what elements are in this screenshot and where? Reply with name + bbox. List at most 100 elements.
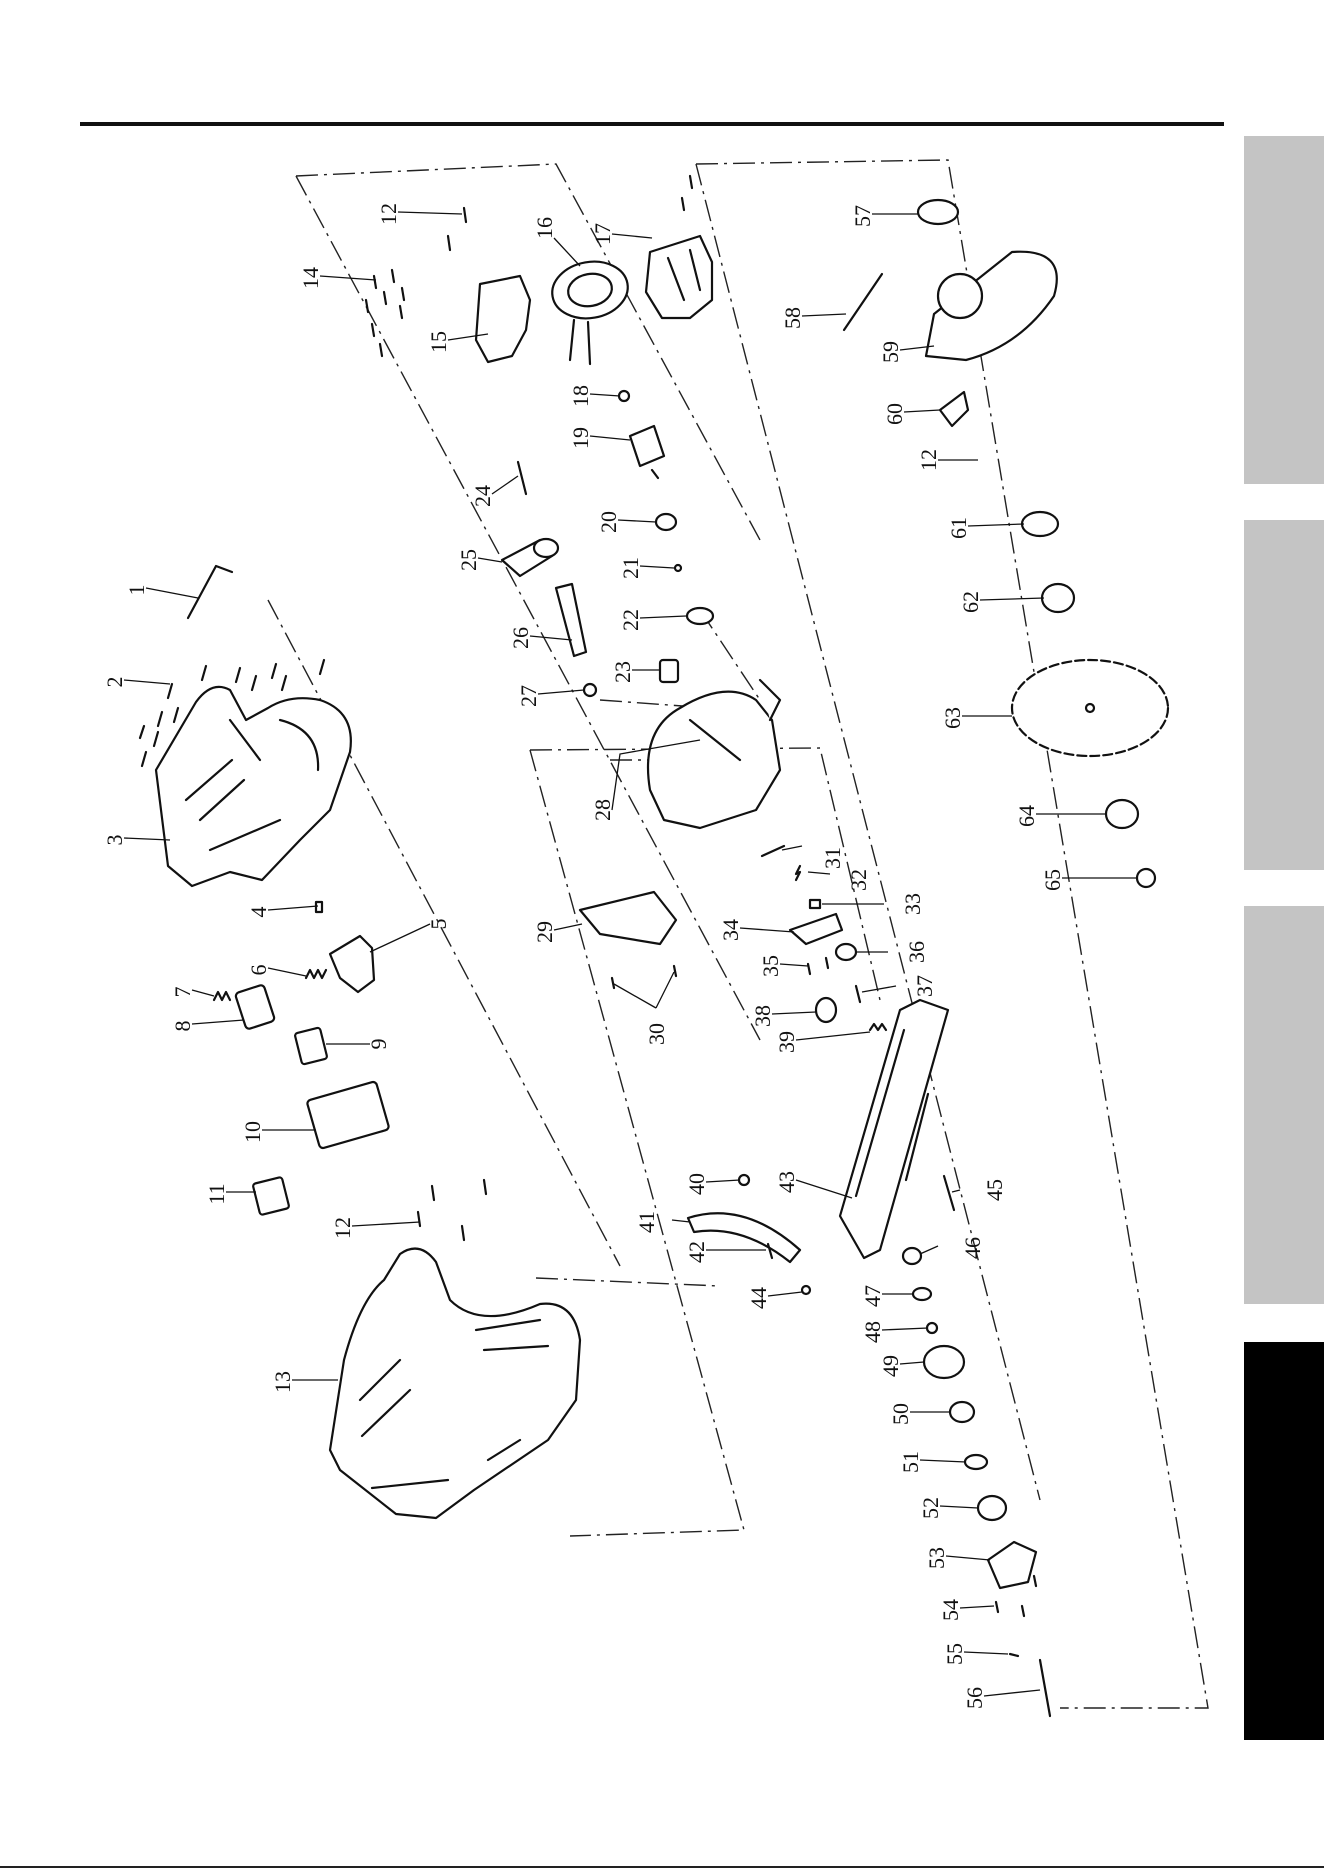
- ring-21: [675, 565, 681, 571]
- callout-8: 8: [170, 1021, 195, 1032]
- callout-51: 51: [898, 1451, 923, 1473]
- callout-48: 48: [860, 1321, 885, 1343]
- callout-17: 17: [590, 223, 615, 245]
- callout-43: 43: [774, 1171, 799, 1193]
- gear-23: [660, 660, 678, 682]
- callout-36: 36: [904, 941, 929, 963]
- callout-65: 65: [1040, 869, 1065, 891]
- callout-labels: 1 2 3 4 5 6 7 8 9 10 11 12 12 12 13 14 1…: [102, 203, 1065, 1709]
- part-50: [950, 1402, 974, 1422]
- callout-2: 2: [102, 677, 127, 688]
- callout-4: 4: [246, 907, 271, 918]
- gear-49: [924, 1346, 964, 1378]
- module-10: [307, 1081, 390, 1149]
- guard-cover-29: [580, 892, 676, 944]
- callout-55: 55: [942, 1643, 967, 1665]
- callout-12-right: 12: [916, 449, 941, 471]
- washer-40: [739, 1175, 749, 1185]
- bearing-52: [978, 1496, 1006, 1520]
- retaining-ring-47: [913, 1288, 931, 1300]
- spring-6: [306, 970, 326, 978]
- rod-31: [762, 846, 784, 856]
- callout-42: 42: [684, 1241, 709, 1263]
- callout-52: 52: [918, 1497, 943, 1519]
- o-ring-22: [687, 608, 713, 624]
- bushing-46: [903, 1248, 921, 1264]
- callout-34: 34: [718, 919, 743, 941]
- callout-63: 63: [940, 707, 965, 729]
- bushing-36: [836, 944, 856, 960]
- callout-44: 44: [746, 1287, 771, 1309]
- callout-35: 35: [758, 955, 783, 977]
- bracket-34: [790, 914, 842, 944]
- callout-27: 27: [516, 685, 541, 707]
- spring-7: [214, 992, 230, 1000]
- callout-50: 50: [888, 1403, 913, 1425]
- flange-64: [1106, 800, 1138, 828]
- housing-left-half-part: [156, 687, 351, 886]
- ring-48: [927, 1323, 937, 1333]
- bearing-18: [619, 391, 629, 401]
- callout-41: 41: [634, 1211, 659, 1233]
- spring-39: [870, 1024, 886, 1030]
- callout-54: 54: [938, 1599, 963, 1621]
- callout-40: 40: [684, 1173, 709, 1195]
- shaft-26: [556, 584, 586, 656]
- pin-4: [316, 902, 322, 912]
- knob-38: [816, 998, 836, 1022]
- spindle-56: [1040, 1660, 1050, 1716]
- callout-20: 20: [596, 511, 621, 533]
- flange-53: [988, 1542, 1036, 1588]
- housing-right-half-part: [330, 1249, 580, 1518]
- callout-6: 6: [246, 965, 271, 976]
- callout-11: 11: [204, 1183, 229, 1204]
- bearing-20: [656, 514, 676, 530]
- callout-47: 47: [860, 1285, 885, 1307]
- callout-33: 33: [900, 893, 925, 915]
- flange-62: [1042, 584, 1074, 612]
- spring-61: [1022, 512, 1058, 536]
- callout-45: 45: [982, 1179, 1007, 1201]
- callout-31: 31: [820, 847, 845, 869]
- callout-24: 24: [470, 485, 495, 507]
- callout-13: 13: [270, 1371, 295, 1393]
- callout-16: 16: [532, 217, 557, 239]
- callout-57: 57: [850, 205, 875, 227]
- callout-64: 64: [1014, 805, 1039, 827]
- screws-35: [808, 958, 828, 974]
- callout-21: 21: [618, 557, 643, 579]
- callout-12-top: 12: [376, 203, 401, 225]
- ring-51: [965, 1455, 987, 1469]
- pin-45: [944, 1176, 954, 1210]
- spring-cap-33: [810, 900, 820, 908]
- callout-19: 19: [568, 427, 593, 449]
- callout-46: 46: [960, 1237, 985, 1259]
- base-plate-43: [840, 1000, 948, 1258]
- callout-62: 62: [958, 591, 983, 613]
- callout-15: 15: [426, 331, 451, 353]
- callout-61: 61: [946, 517, 971, 539]
- callout-9: 9: [366, 1039, 391, 1050]
- callout-22: 22: [618, 609, 643, 631]
- callout-10: 10: [240, 1121, 265, 1143]
- callout-58: 58: [780, 307, 805, 329]
- ring-57: [918, 200, 958, 224]
- callout-3: 3: [102, 835, 127, 846]
- bolt-65: [1137, 869, 1155, 887]
- callout-30: 30: [644, 1023, 669, 1045]
- nut-44: [802, 1286, 810, 1294]
- terminal-11: [253, 1177, 290, 1215]
- screws-30: [612, 966, 676, 988]
- callout-59: 59: [878, 341, 903, 363]
- lock-cap-5: [330, 936, 374, 992]
- spring-32: [796, 866, 800, 880]
- armature-19: [630, 426, 664, 478]
- callout-14: 14: [298, 267, 323, 289]
- callout-5: 5: [426, 919, 451, 930]
- callout-12-lower: 12: [330, 1217, 355, 1239]
- brush-holder-17: [646, 236, 712, 318]
- frame-upper: [296, 164, 760, 540]
- callout-7: 7: [170, 987, 195, 998]
- motor-can-15: [476, 276, 530, 362]
